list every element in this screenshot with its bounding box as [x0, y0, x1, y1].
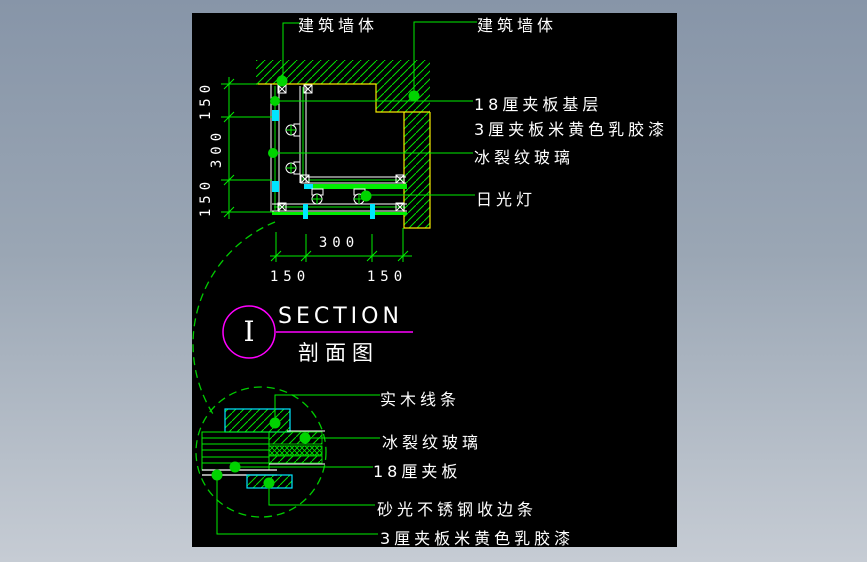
detail-leader-dots [211, 417, 311, 489]
lamp-icon [311, 188, 324, 205]
cad-canvas[interactable]: 建筑墙体 建筑墙体 18厘夹板基层 3厘夹板米黄色乳胶漆 冰裂纹玻璃 日光灯 1… [192, 13, 677, 548]
wall-hatch [256, 60, 431, 229]
label-wall-right: 建筑墙体 [477, 16, 558, 35]
leader-dots [268, 75, 420, 202]
detail-label-plywood: 18厘夹板 [373, 462, 462, 481]
label-fluorescent-lamp: 日光灯 [476, 190, 537, 209]
lamp-symbols [285, 123, 366, 205]
dim-left-150-bottom: 150 [198, 176, 214, 218]
dimension-bottom [270, 228, 412, 262]
section-title: SECTION [278, 304, 403, 329]
detail-label-wood-trim: 实木线条 [380, 390, 461, 409]
lamp-icon [285, 123, 301, 137]
detail-leader-lines [216, 394, 380, 535]
dim-bottom-150-right: 150 [366, 269, 408, 285]
dimension-left [221, 77, 274, 219]
shelf-member [304, 176, 407, 189]
lamp-icon [285, 161, 301, 175]
glass-pane-member [270, 84, 280, 212]
label-plywood-base: 18厘夹板基层 [474, 95, 603, 114]
detail-label-latex-paint: 3厘夹板米黄色乳胶漆 [380, 529, 575, 548]
section-callout-circle [222, 305, 413, 359]
detail-callout-circle [192, 221, 327, 518]
leader-lines [273, 21, 477, 196]
section-drawing [192, 21, 477, 535]
section-subtitle: 剖面图 [298, 341, 379, 365]
detail-label-crackle-glass: 冰裂纹玻璃 [382, 433, 483, 452]
label-crackle-glass: 冰裂纹玻璃 [474, 148, 575, 167]
bottom-member [272, 203, 407, 219]
dim-bottom-150-left: 150 [269, 269, 311, 285]
section-mark: I [243, 315, 255, 348]
dim-left-300: 300 [209, 127, 225, 169]
label-latex-paint: 3厘夹板米黄色乳胶漆 [474, 120, 669, 139]
dim-bottom-300: 300 [318, 235, 360, 251]
label-wall-left: 建筑墙体 [298, 16, 379, 35]
detail-label-steel-edge: 砂光不锈钢收边条 [377, 500, 538, 519]
